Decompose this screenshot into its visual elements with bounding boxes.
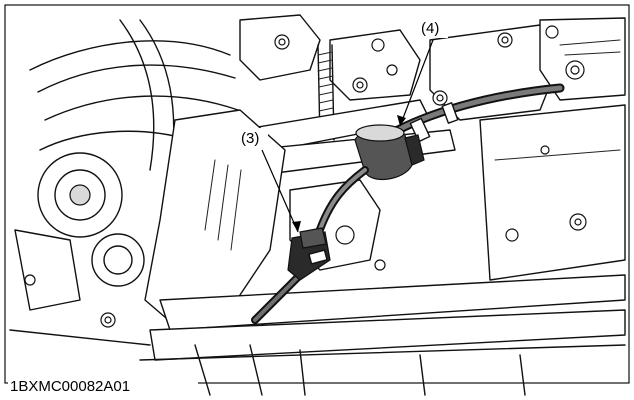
- engine-linework: [9, 14, 626, 396]
- callout-4-leader: [399, 39, 434, 127]
- fuel-line-lower: [251, 166, 369, 324]
- callout-3-label: (3): [241, 130, 259, 147]
- fuel-filter-upper: [354, 124, 425, 180]
- callout-3-arrowhead: [292, 221, 301, 232]
- callout-3-leader: [261, 149, 299, 233]
- fuel-pump-component: [287, 227, 331, 281]
- callout-4-arrowhead: [397, 115, 406, 126]
- figure-id: 1BXMC00082A01: [10, 378, 130, 395]
- callout-4-label: (4): [421, 20, 439, 37]
